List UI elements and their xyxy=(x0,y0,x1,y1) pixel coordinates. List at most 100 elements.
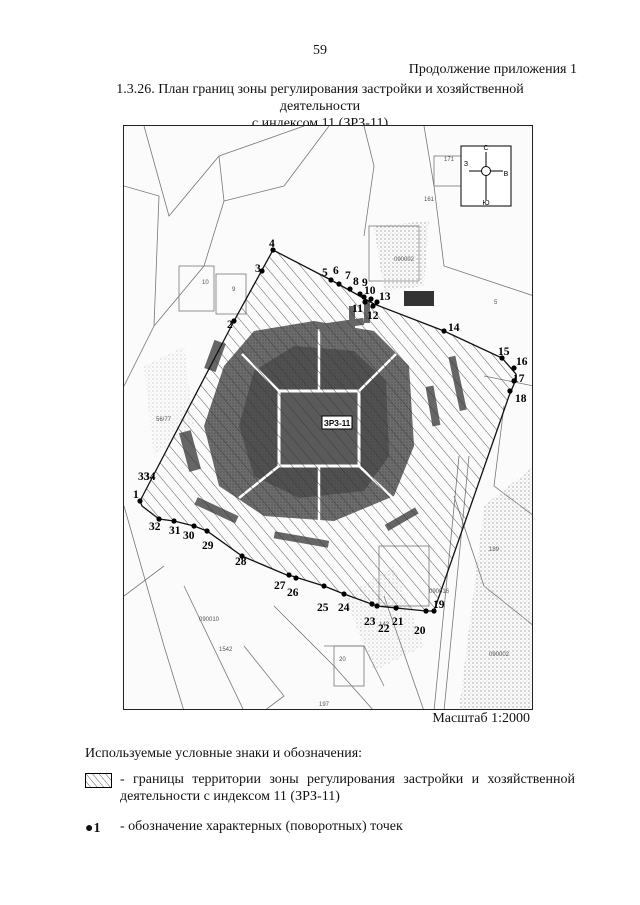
point-9 xyxy=(361,294,367,300)
svg-text:33: 33 xyxy=(138,471,150,483)
svg-text:31: 31 xyxy=(169,525,181,537)
svg-text:2: 2 xyxy=(227,319,233,331)
compass-rose: С Ю З В xyxy=(460,145,512,207)
svg-text:5: 5 xyxy=(322,267,328,279)
point-25 xyxy=(321,583,327,589)
svg-text:10: 10 xyxy=(202,280,209,286)
point-16 xyxy=(511,365,517,371)
svg-text:1: 1 xyxy=(133,489,139,501)
compass-west: З xyxy=(464,161,468,168)
point-8 xyxy=(357,291,363,297)
svg-text:29: 29 xyxy=(202,540,214,552)
zone-legend-text: - границы территории зоны регулирования … xyxy=(120,772,575,804)
point-32 xyxy=(156,516,162,522)
compass-east: В xyxy=(504,171,509,178)
point-17 xyxy=(511,378,517,384)
svg-text:27: 27 xyxy=(274,580,286,592)
svg-text:9: 9 xyxy=(362,277,368,289)
point-22 xyxy=(374,603,380,609)
map-scale: Масштаб 1:2000 xyxy=(432,711,530,726)
title-line-1: 1.3.26. План границ зоны регулирования з… xyxy=(116,82,524,114)
zone-zrz11-boundary xyxy=(139,249,517,612)
svg-text:8: 8 xyxy=(353,276,359,288)
svg-text:7: 7 xyxy=(345,270,351,282)
cadastral-labels: 090002 090010 090002 090016 56/77 171 16… xyxy=(156,157,510,708)
map-svg: ЗРЗ-11 090002 090010 090002 090016 56/77… xyxy=(124,126,532,709)
point-7 xyxy=(347,286,353,292)
point-13 xyxy=(374,299,380,305)
point-23 xyxy=(369,601,375,607)
point-5 xyxy=(328,277,334,283)
svg-text:17: 17 xyxy=(513,373,525,385)
point-6 xyxy=(336,281,342,287)
point-2 xyxy=(231,318,237,324)
point-legend-symbol: ●1 xyxy=(85,821,101,836)
svg-text:32: 32 xyxy=(149,521,161,533)
point-14 xyxy=(441,328,447,334)
svg-text:24: 24 xyxy=(338,602,350,614)
page-number: 59 xyxy=(313,43,327,58)
boundary-points xyxy=(137,247,517,614)
svg-text:18: 18 xyxy=(515,393,527,405)
svg-text:30: 30 xyxy=(183,530,195,542)
point-legend-text: - обозначение характерных (поворотных) т… xyxy=(120,819,403,834)
point-dot-icon: ● xyxy=(85,821,94,836)
zone-map: ЗРЗ-11 090002 090010 090002 090016 56/77… xyxy=(123,125,533,710)
svg-text:090002: 090002 xyxy=(394,257,415,263)
svg-text:15: 15 xyxy=(498,346,510,358)
point-18 xyxy=(507,388,513,394)
svg-text:28: 28 xyxy=(235,556,247,568)
svg-text:23: 23 xyxy=(364,616,376,628)
svg-text:5: 5 xyxy=(494,300,498,306)
point-28 xyxy=(239,553,245,559)
svg-text:26: 26 xyxy=(287,587,299,599)
point-29 xyxy=(204,528,210,534)
point-15 xyxy=(499,355,505,361)
svg-text:13: 13 xyxy=(379,291,391,303)
svg-text:1542: 1542 xyxy=(219,647,233,653)
point-11 xyxy=(362,299,368,305)
svg-text:161: 161 xyxy=(424,197,435,203)
point-30 xyxy=(191,523,197,529)
svg-text:3: 3 xyxy=(255,263,261,275)
zone-label-box xyxy=(321,415,353,430)
point-24 xyxy=(341,591,347,597)
svg-text:34: 34 xyxy=(144,471,156,483)
svg-text:16: 16 xyxy=(516,356,528,368)
point-3 xyxy=(259,268,265,274)
svg-text:19: 19 xyxy=(433,599,445,611)
svg-text:4: 4 xyxy=(269,238,275,250)
svg-text:21: 21 xyxy=(392,616,404,628)
point-10 xyxy=(368,296,374,302)
svg-text:10: 10 xyxy=(364,285,376,297)
svg-text:6: 6 xyxy=(333,265,339,277)
compass-north: С xyxy=(483,145,488,152)
svg-text:9: 9 xyxy=(232,287,236,293)
svg-text:12: 12 xyxy=(367,310,379,322)
point-1 xyxy=(137,498,143,504)
svg-text:20: 20 xyxy=(414,625,426,637)
svg-text:142: 142 xyxy=(379,622,390,628)
point-26 xyxy=(293,575,299,581)
svg-text:11: 11 xyxy=(352,303,363,315)
point-21 xyxy=(393,605,399,611)
svg-text:56/77: 56/77 xyxy=(156,417,172,423)
svg-text:171: 171 xyxy=(444,157,455,163)
svg-text:25: 25 xyxy=(317,602,329,614)
point-27 xyxy=(286,572,292,578)
compass-south: Ю xyxy=(482,200,489,207)
svg-text:090002: 090002 xyxy=(489,652,510,658)
svg-text:189: 189 xyxy=(489,547,500,553)
point-19 xyxy=(431,608,437,614)
svg-text:22: 22 xyxy=(378,623,390,635)
point-31 xyxy=(171,518,177,524)
point-labels: 1 2 3 4 5 6 7 8 9 10 11 12 13 14 15 16 1… xyxy=(133,238,528,637)
point-20 xyxy=(423,608,429,614)
zone-legend-symbol xyxy=(85,773,112,788)
svg-text:20: 20 xyxy=(339,657,346,663)
point-4 xyxy=(270,247,276,253)
svg-text:090016: 090016 xyxy=(429,589,450,595)
point-12 xyxy=(370,303,376,309)
legend-heading: Используемые условные знаки и обозначени… xyxy=(85,746,363,761)
svg-text:14: 14 xyxy=(448,322,460,334)
